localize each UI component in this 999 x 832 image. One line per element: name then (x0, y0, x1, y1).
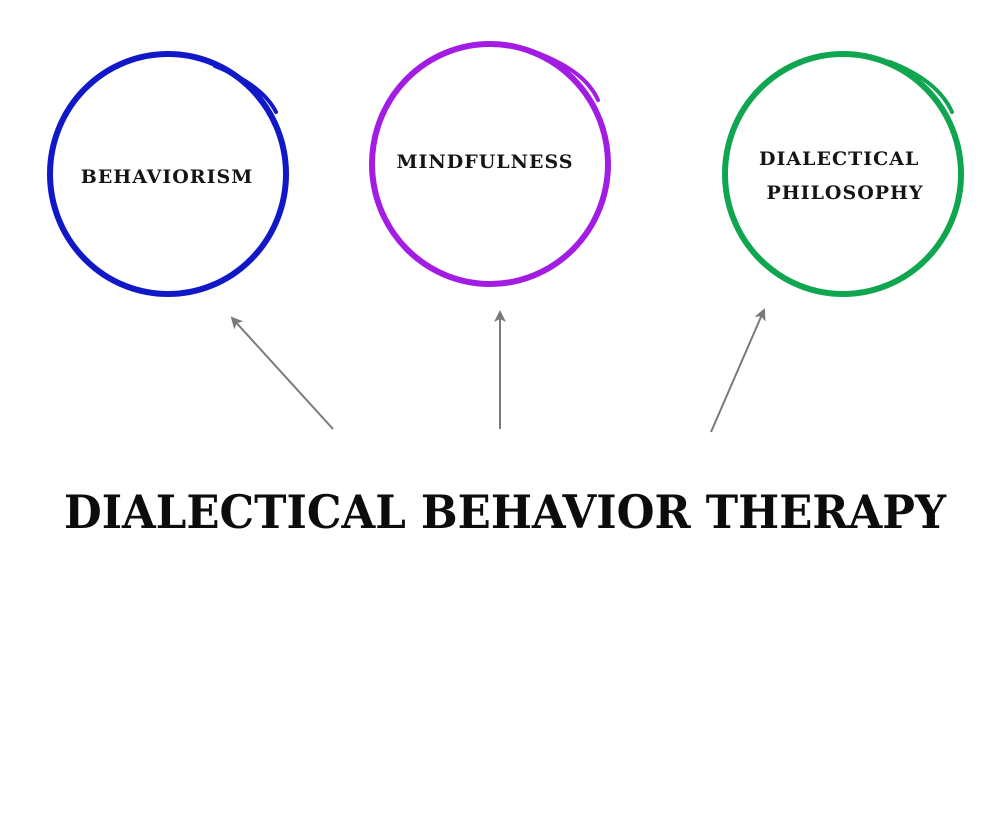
behaviorism-circle (47, 51, 289, 297)
dialectical-philosophy-node: DIALECTICAL PHILOSOPHY (722, 51, 964, 297)
dialectical-philosophy-circle (722, 51, 964, 297)
mindfulness-circle (369, 41, 611, 287)
arrow-to-behaviorism (230, 316, 334, 430)
behaviorism-node: BEHAVIORISM (47, 51, 289, 297)
dialectical-philosophy-circle-tail (888, 60, 954, 114)
dialectical-philosophy-line-2: PHILOSOPHY (766, 182, 923, 204)
arrow-to-dialectical-philosophy (710, 308, 766, 433)
mindfulness-label: MINDFULNESS (396, 151, 573, 173)
dialectical-philosophy-label: DIALECTICAL PHILOSOPHY (759, 148, 927, 204)
dialectical-philosophy-line-1: DIALECTICAL (759, 148, 919, 170)
behaviorism-label: BEHAVIORISM (81, 166, 253, 188)
mindfulness-circle-tail (533, 50, 600, 102)
main-title: DIALECTICAL BEHAVIOR THERAPY (64, 485, 947, 539)
mindfulness-node: MINDFULNESS (369, 41, 611, 287)
behaviorism-circle-tail (213, 64, 278, 114)
